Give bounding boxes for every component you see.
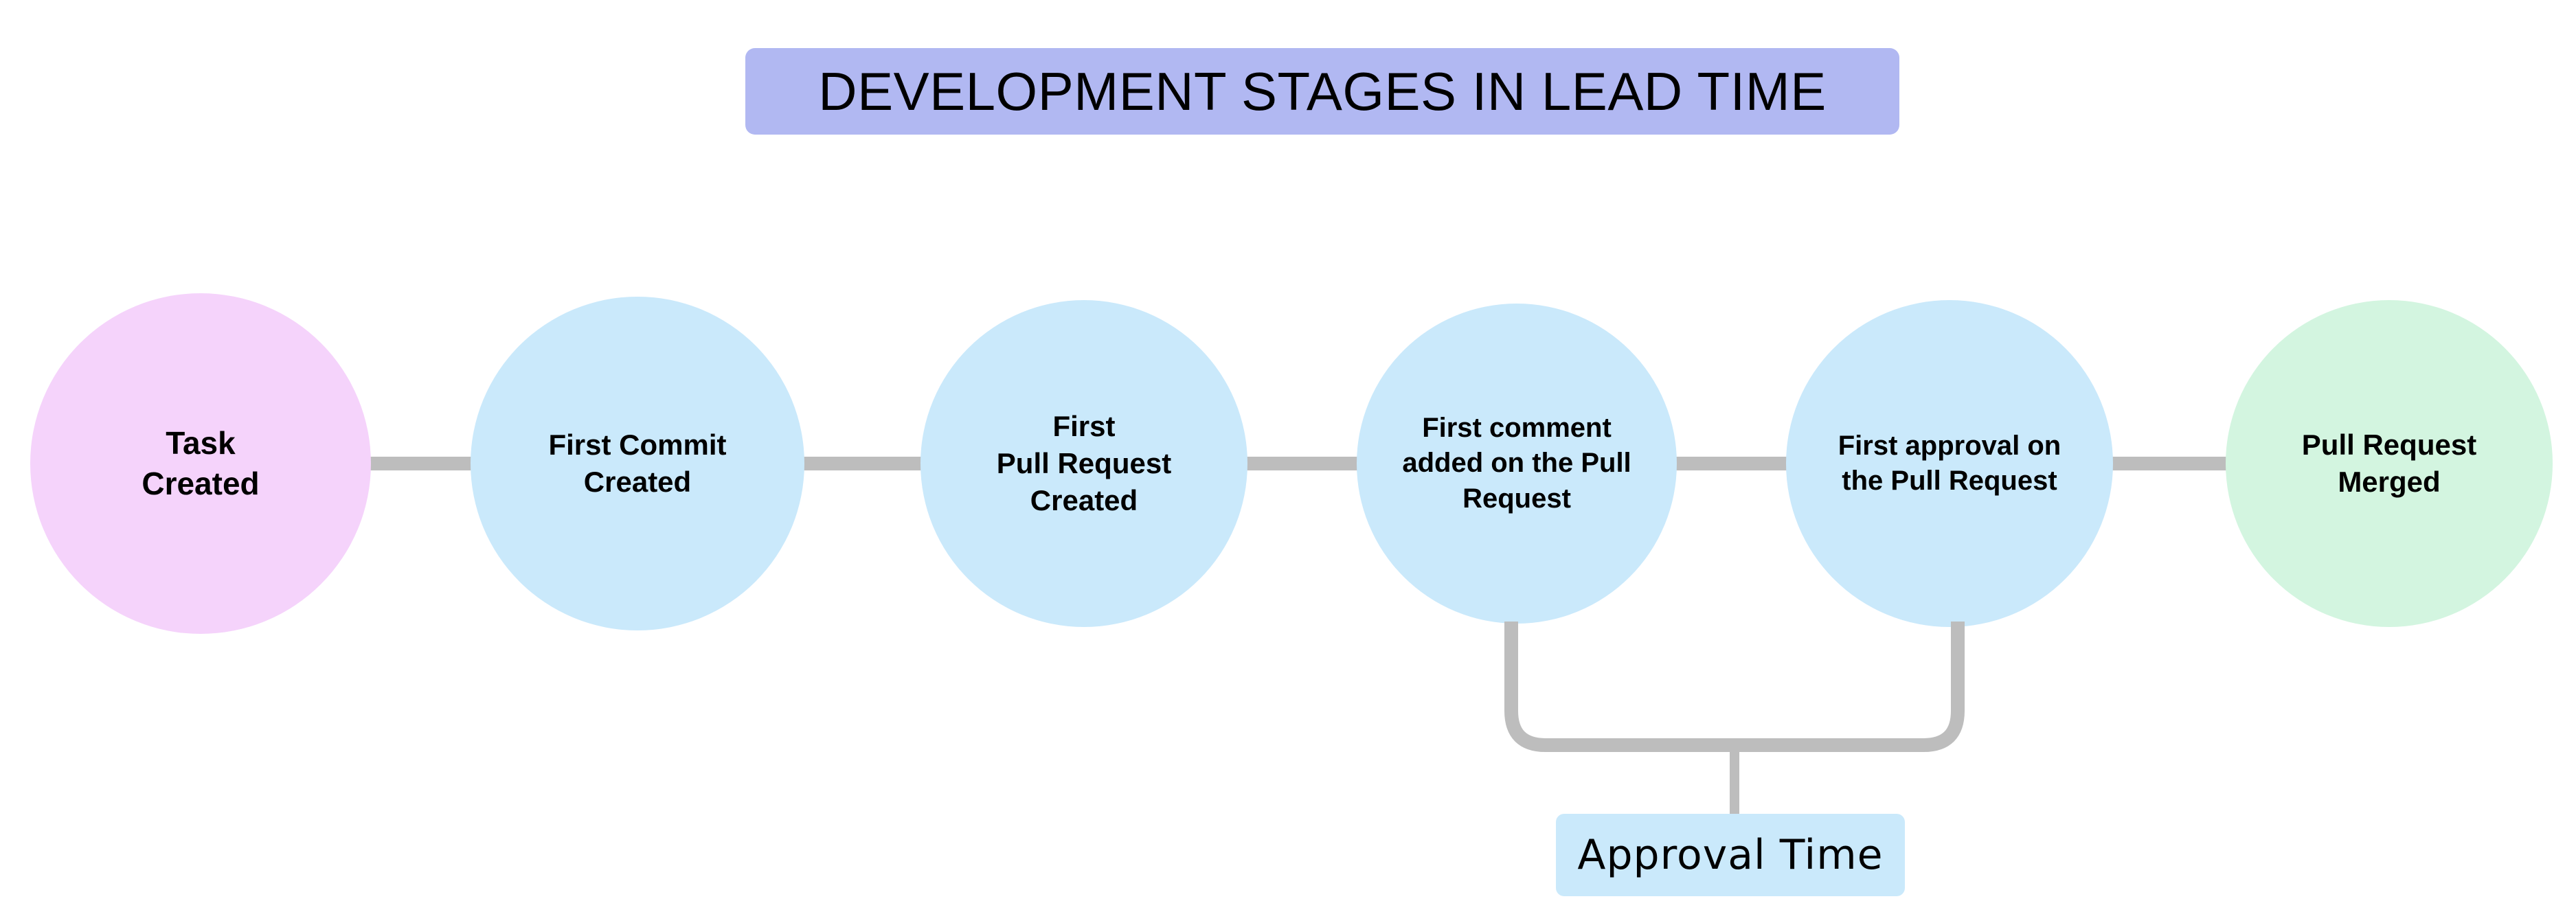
diagram-title-banner: DEVELOPMENT STAGES IN LEAD TIME (745, 48, 1899, 135)
stage-circle-first-pull-request-created[interactable]: First Pull Request Created (920, 300, 1247, 627)
connector-line (802, 457, 923, 470)
stage-label: First comment added on the Pull Request (1402, 413, 1631, 514)
stage-label: First Commit Created (548, 429, 727, 498)
stage-label: First approval on the Pull Request (1838, 430, 2061, 496)
stage-circle-first-approval[interactable]: First approval on the Pull Request (1786, 300, 2113, 627)
approval-time-bracket (1504, 622, 1965, 822)
stage-label: First Pull Request Created (996, 410, 1172, 516)
stage-circle-pull-request-merged[interactable]: Pull Request Merged (2226, 300, 2553, 627)
stage-circle-first-comment-added[interactable]: First comment added on the Pull Request (1357, 304, 1677, 624)
connector-line (368, 457, 473, 470)
stage-circle-first-commit-created[interactable]: First Commit Created (471, 297, 804, 630)
page-title: DEVELOPMENT STAGES IN LEAD TIME (818, 61, 1827, 122)
stage-circle-task-created[interactable]: Task Created (30, 293, 371, 634)
connector-line (1245, 457, 1362, 470)
connector-line (2110, 457, 2228, 470)
approval-time-label: Approval Time (1577, 831, 1884, 879)
connector-line (1675, 457, 1788, 470)
stage-label: Task Created (142, 425, 260, 501)
stage-label: Pull Request Merged (2301, 429, 2477, 498)
approval-time-pill[interactable]: Approval Time (1556, 814, 1905, 896)
